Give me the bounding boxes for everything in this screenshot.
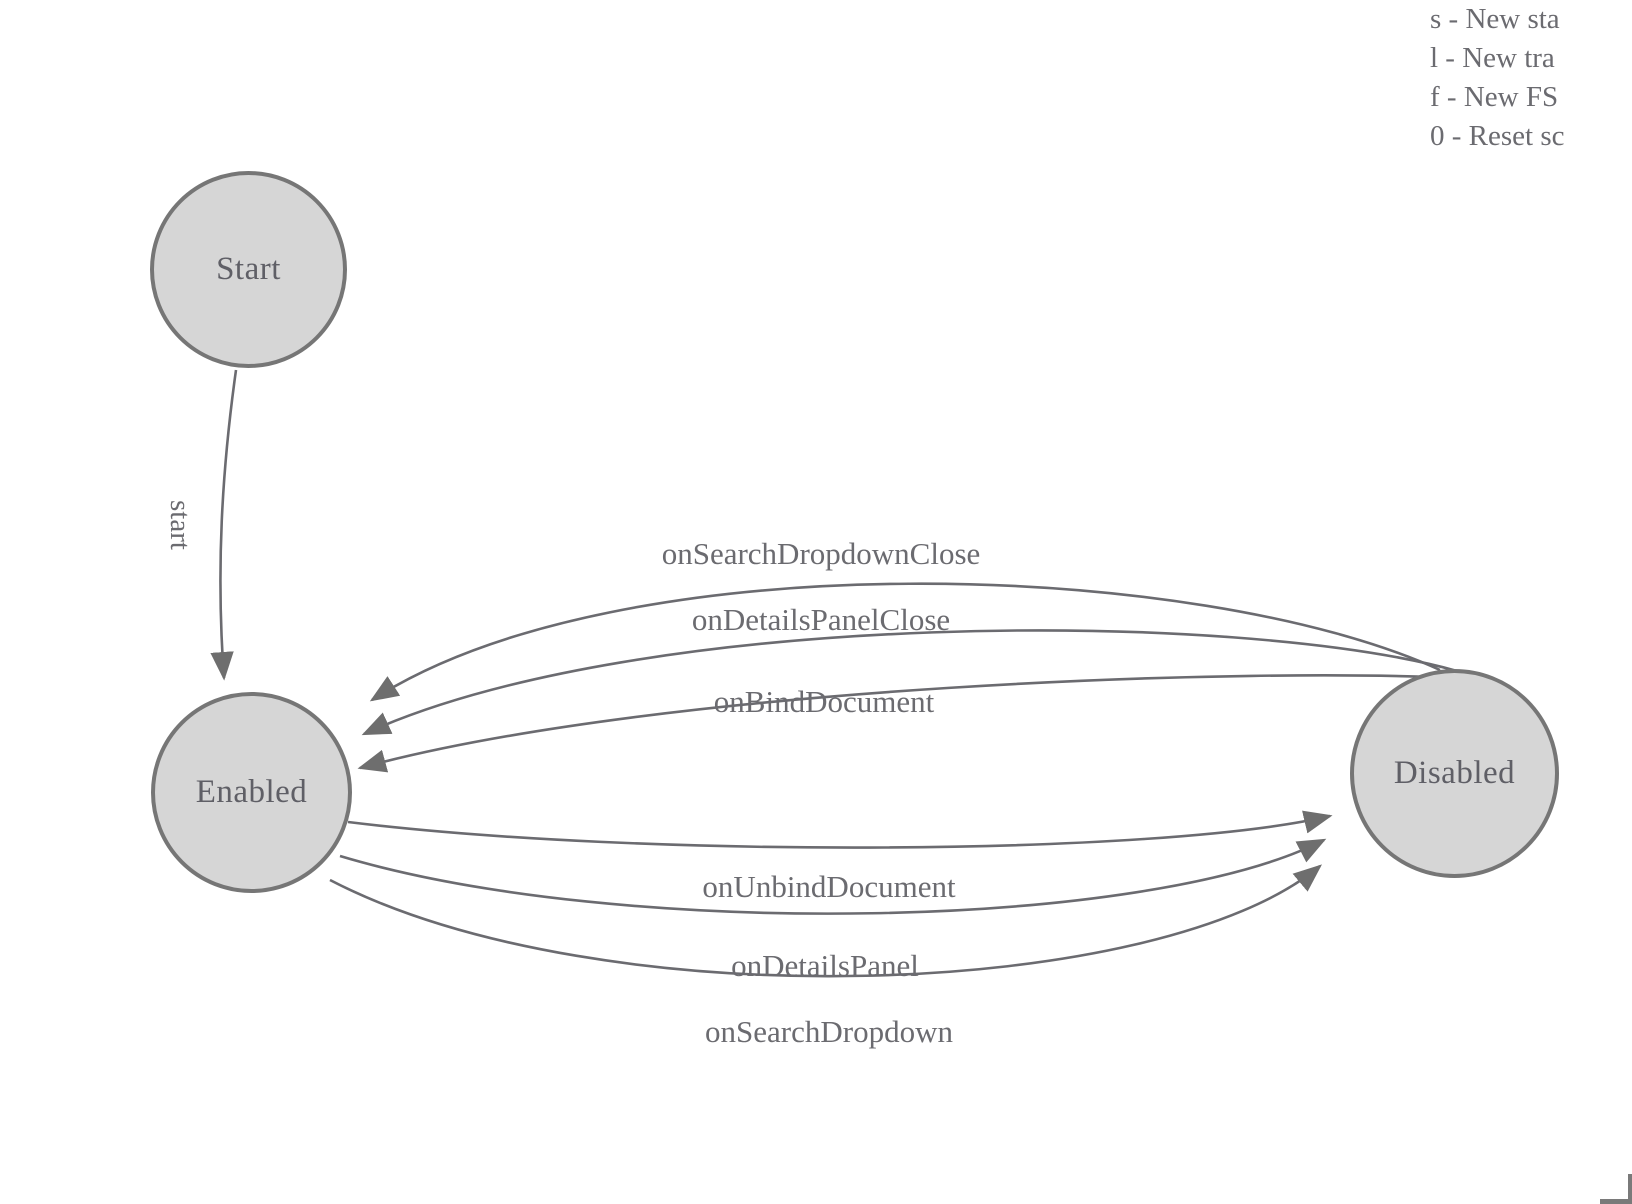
edge-label-onbinddocument: onBindDocument [713, 684, 935, 719]
state-node-disabled[interactable]: Disabled [1350, 669, 1559, 878]
shortcut-new-state: s - New sta [1430, 3, 1560, 35]
edge-enabled-to-disabled-onsearchdropdown [329, 864, 1322, 978]
edge-path [329, 864, 1322, 978]
edge-enabled-to-disabled-onunbinddocument [347, 810, 1333, 849]
state-node-disabled-label: Disabled [1393, 755, 1516, 791]
state-node-enabled-label: Enabled [195, 774, 308, 810]
edge-label-onsearchdropdownclose: onSearchDropdownClose [661, 536, 981, 571]
shortcut-new-transition: l - New tra [1430, 42, 1555, 74]
edge-path [369, 582, 1441, 702]
edge-start-to-enabled [210, 369, 238, 681]
resize-corner-bracket[interactable] [1600, 1174, 1632, 1204]
state-node-start[interactable]: Start [150, 171, 347, 368]
edge-disabled-to-enabled-onsearchdropdownclose [369, 582, 1441, 702]
corner-bracket-vertical [1628, 1174, 1632, 1204]
edge-path [361, 629, 1458, 736]
shortcut-new-fsm: f - New FS [1430, 81, 1559, 113]
corner-bracket-horizontal [1600, 1199, 1632, 1204]
edge-disabled-to-enabled-onbinddocument [357, 674, 1473, 773]
edge-label-ondetailspanelclose: onDetailsPanelClose [691, 602, 951, 637]
edge-path [339, 838, 1327, 915]
edge-label-start: start [164, 500, 196, 550]
edge-label-onsearchdropdown: onSearchDropdown [705, 1014, 953, 1049]
edge-disabled-to-enabled-ondetailspanelclose [361, 629, 1458, 736]
state-node-start-label: Start [216, 251, 281, 287]
edge-label-onunbinddocument: onUnbindDocument [702, 869, 956, 904]
shortcut-reset: 0 - Reset sc [1430, 120, 1565, 152]
state-node-enabled[interactable]: Enabled [151, 692, 352, 893]
keyboard-shortcuts-legend: s - New sta l - New tra f - New FS 0 - R… [1430, 0, 1632, 156]
edge-enabled-to-disabled-ondetailspanel [339, 838, 1327, 915]
edge-path [210, 369, 238, 681]
edge-path [357, 674, 1473, 773]
edge-label-ondetailspanel: onDetailsPanel [731, 948, 919, 983]
edge-path [347, 810, 1333, 849]
